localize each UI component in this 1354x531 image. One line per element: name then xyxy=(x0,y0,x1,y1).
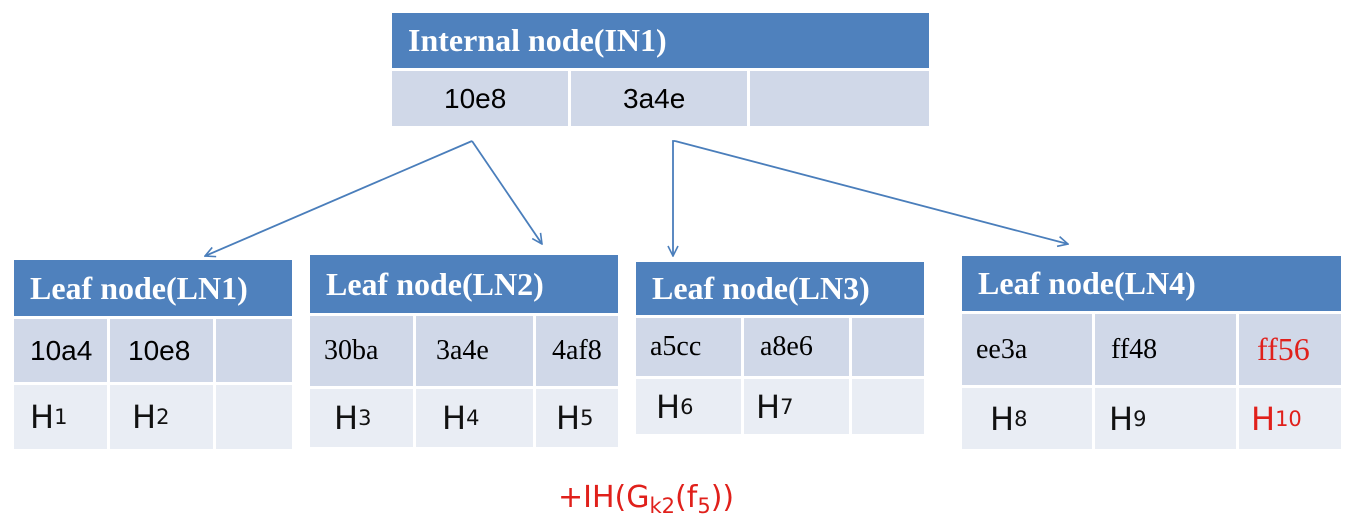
insert-formula: +IH(Gk2(f5)) xyxy=(558,480,734,518)
arrow-to-ln4 xyxy=(674,140,1068,244)
formula-prefix: +IH( xyxy=(558,480,627,515)
formula-close: )) xyxy=(710,480,735,515)
leaf-key: a5cc xyxy=(636,318,744,376)
leaf-node-title: Leaf node(LN2) xyxy=(310,255,618,313)
leaf-key: 10a4 xyxy=(14,319,110,382)
leaf-key: ff48 xyxy=(1095,314,1239,385)
formula-g: G xyxy=(626,480,650,515)
leaf-key-highlighted: ff56 xyxy=(1239,314,1341,385)
arrow-to-ln1 xyxy=(205,140,473,256)
internal-node-key: 10e8 xyxy=(392,71,571,126)
arrow-to-ln3 xyxy=(673,140,675,256)
arrow-to-ln2 xyxy=(471,140,542,244)
leaf-node-title: Leaf node(LN3) xyxy=(636,262,924,315)
internal-node-in1: Internal node(IN1) 10e8 3a4e xyxy=(392,13,929,126)
internal-node-key: 3a4e xyxy=(571,71,750,126)
leaf-node-keys-row: ee3a ff48 ff56 xyxy=(962,314,1341,385)
internal-node-title: Internal node(IN1) xyxy=(392,13,929,68)
leaf-hash xyxy=(216,385,292,449)
leaf-key xyxy=(852,318,924,376)
internal-node-key xyxy=(750,71,929,126)
formula-f-sub: 5 xyxy=(697,494,711,518)
leaf-key: 3a4e xyxy=(416,316,536,386)
formula-g-sub: k2 xyxy=(649,494,676,518)
leaf-hash xyxy=(852,379,924,434)
leaf-node-title: Leaf node(LN1) xyxy=(14,260,292,316)
leaf-key: 10e8 xyxy=(110,319,216,382)
leaf-key: 4af8 xyxy=(536,316,618,386)
leaf-key xyxy=(216,319,292,382)
leaf-node-title: Leaf node(LN4) xyxy=(962,256,1341,311)
leaf-key: 30ba xyxy=(310,316,416,386)
leaf-key: ee3a xyxy=(962,314,1095,385)
formula-f: f xyxy=(686,480,698,515)
leaf-node-keys-row: 30ba 3a4e 4af8 xyxy=(310,316,618,386)
leaf-node-keys-row: 10a4 10e8 xyxy=(14,319,292,382)
internal-node-keys-row: 10e8 3a4e xyxy=(392,71,929,126)
leaf-node-keys-row: a5cc a8e6 xyxy=(636,318,924,376)
leaf-key: a8e6 xyxy=(744,318,852,376)
formula-open: ( xyxy=(675,480,687,515)
